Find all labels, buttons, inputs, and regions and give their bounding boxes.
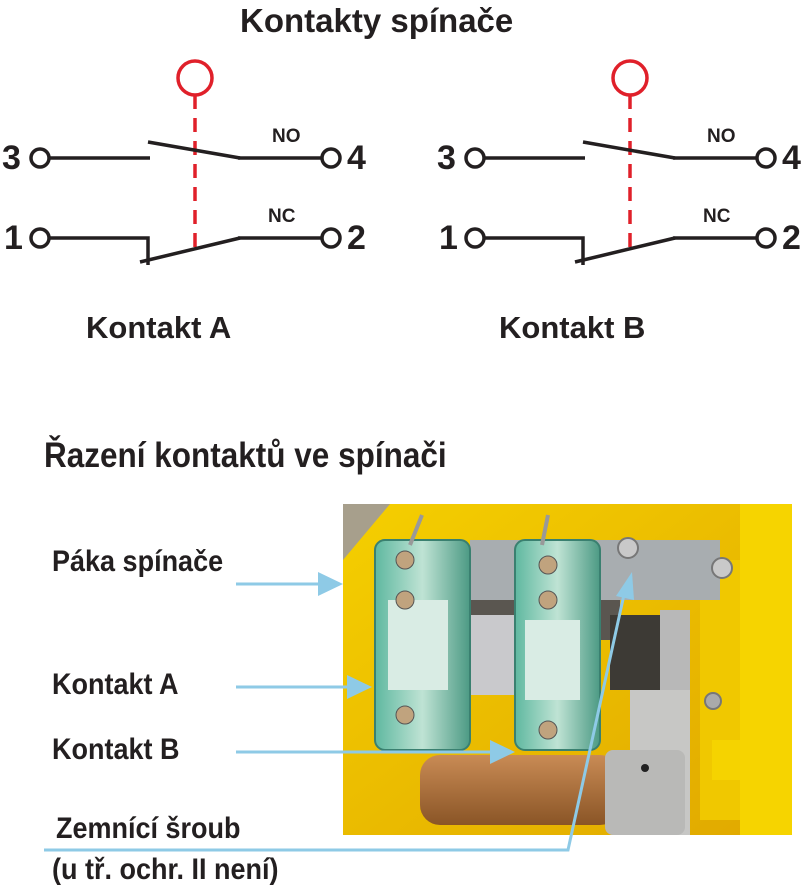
label-ground-note: (u tř. ochr. II není) <box>52 853 279 886</box>
arrow-ground-screw <box>44 589 627 852</box>
nc-label-b: NC <box>703 206 731 227</box>
terminal-1-a: 1 <box>4 219 23 257</box>
terminal-2-b: 2 <box>782 219 801 257</box>
terminal-3-a: 3 <box>2 139 21 177</box>
copper-rod <box>420 755 620 825</box>
contact-a-symbol <box>29 59 342 265</box>
contact-a-caption: Kontakt A <box>86 310 232 345</box>
terminal-4-a: 4 <box>347 139 366 177</box>
ground-screw <box>617 537 639 559</box>
terminal-4-b: 4 <box>782 139 801 177</box>
terminal-1-b: 1 <box>439 219 458 257</box>
label-contact-a: Kontakt A <box>52 668 179 701</box>
lever <box>408 514 424 546</box>
contact-b-symbol <box>464 59 777 265</box>
section-title: Řazení kontaktů ve spínači <box>44 436 447 475</box>
label-contact-b: Kontakt B <box>52 733 180 766</box>
terminal-3-b: 3 <box>437 139 456 177</box>
switch-schematic <box>29 59 777 265</box>
label-ground-screw: Zemnící šroub <box>56 812 241 845</box>
terminal-2-a: 2 <box>347 219 366 257</box>
contact-b-caption: Kontakt B <box>499 310 646 345</box>
nc-label-a: NC <box>268 206 296 227</box>
no-label-a: NO <box>272 126 301 147</box>
no-label-b: NO <box>707 126 736 147</box>
label-lever: Páka spínače <box>52 545 224 578</box>
diagram-title: Kontakty spínače <box>240 2 514 39</box>
